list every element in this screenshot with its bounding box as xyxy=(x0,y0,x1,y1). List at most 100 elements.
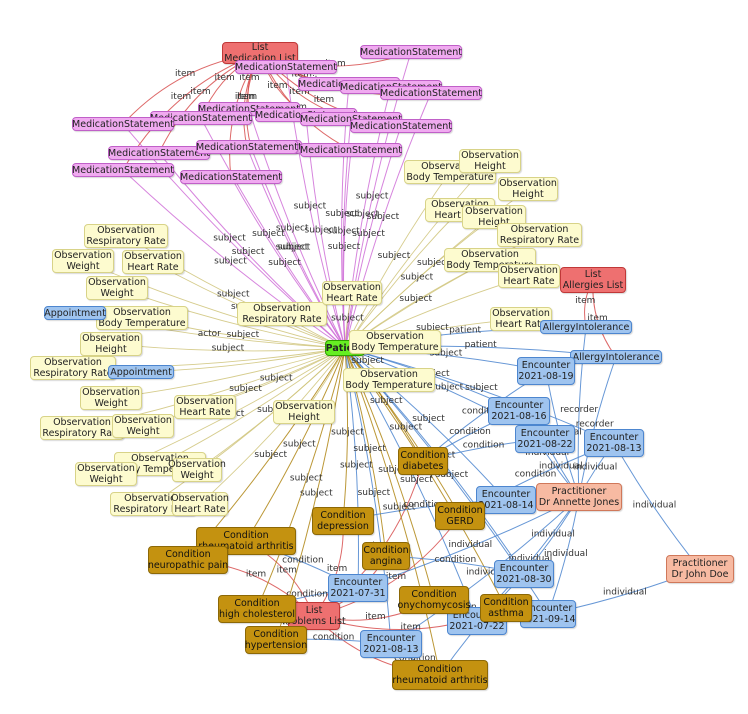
node-ms2[interactable]: MedicationStatement xyxy=(235,60,337,74)
edge-label-subject: subject xyxy=(276,242,309,252)
node-type-text: List xyxy=(251,42,269,53)
node-type-text: Encounter xyxy=(452,610,502,621)
node-ms11[interactable]: MedicationStatement xyxy=(350,119,452,133)
edge-label-subject: subject xyxy=(390,423,423,433)
edge-subject xyxy=(122,169,346,349)
node-ms15[interactable]: MedicationStatement xyxy=(72,163,174,177)
edge-label-subject: subject xyxy=(227,330,260,340)
node-ms10[interactable]: MedicationStatement xyxy=(72,117,174,131)
edge-label-subject: subject xyxy=(331,428,364,438)
node-type-text: Condition xyxy=(411,589,457,600)
node-type-text: Observation xyxy=(82,387,140,398)
node-ai2[interactable]: AllergyIntolerance xyxy=(570,350,662,364)
edge-label-individual: individual xyxy=(539,462,583,472)
node-type-text: Observation xyxy=(510,224,569,235)
node-type-text: Condition xyxy=(223,530,269,541)
node-type-text: Observation xyxy=(53,417,111,428)
edge-subject xyxy=(344,347,461,517)
node-type-text: AllergyIntolerance xyxy=(572,351,660,363)
edge-label-item: item xyxy=(386,572,406,582)
node-appt2[interactable]: Appointment xyxy=(108,365,174,379)
node-type-text: Encounter xyxy=(494,400,544,411)
node-ms5[interactable]: MedicationStatement xyxy=(380,86,482,100)
node-detail-text: Weight xyxy=(180,470,214,481)
node-ms1[interactable]: MedicationStatement xyxy=(360,45,462,59)
node-type-text: Condition xyxy=(165,549,211,560)
node-detail-text: 2021-08-19 xyxy=(518,371,574,382)
edge-subject xyxy=(256,347,347,610)
node-ms14[interactable]: MedicationStatement xyxy=(300,143,402,157)
node-type-text: Condition xyxy=(320,510,366,521)
edge-label-condition: condition xyxy=(463,441,505,451)
edge-label-item: item xyxy=(587,314,607,324)
node-ai1[interactable]: AllergyIntolerance xyxy=(540,320,632,334)
node-appt1[interactable]: Appointment xyxy=(44,306,106,320)
node-ms17[interactable]: MedicationStatement xyxy=(196,140,298,154)
node-ms16[interactable]: MedicationStatement xyxy=(180,170,282,184)
edge-label-item: item xyxy=(214,73,234,83)
node-type-text: Observation xyxy=(421,161,479,172)
node-detail-text: onychomycosis xyxy=(397,600,471,611)
node-detail-text: neuropathic pain xyxy=(147,560,229,571)
edge-individual xyxy=(390,496,580,645)
edge-label-subject: subject xyxy=(356,192,389,202)
node-type-text: Observation xyxy=(131,453,189,464)
node-ms13[interactable]: MedicationStatement xyxy=(108,146,210,160)
